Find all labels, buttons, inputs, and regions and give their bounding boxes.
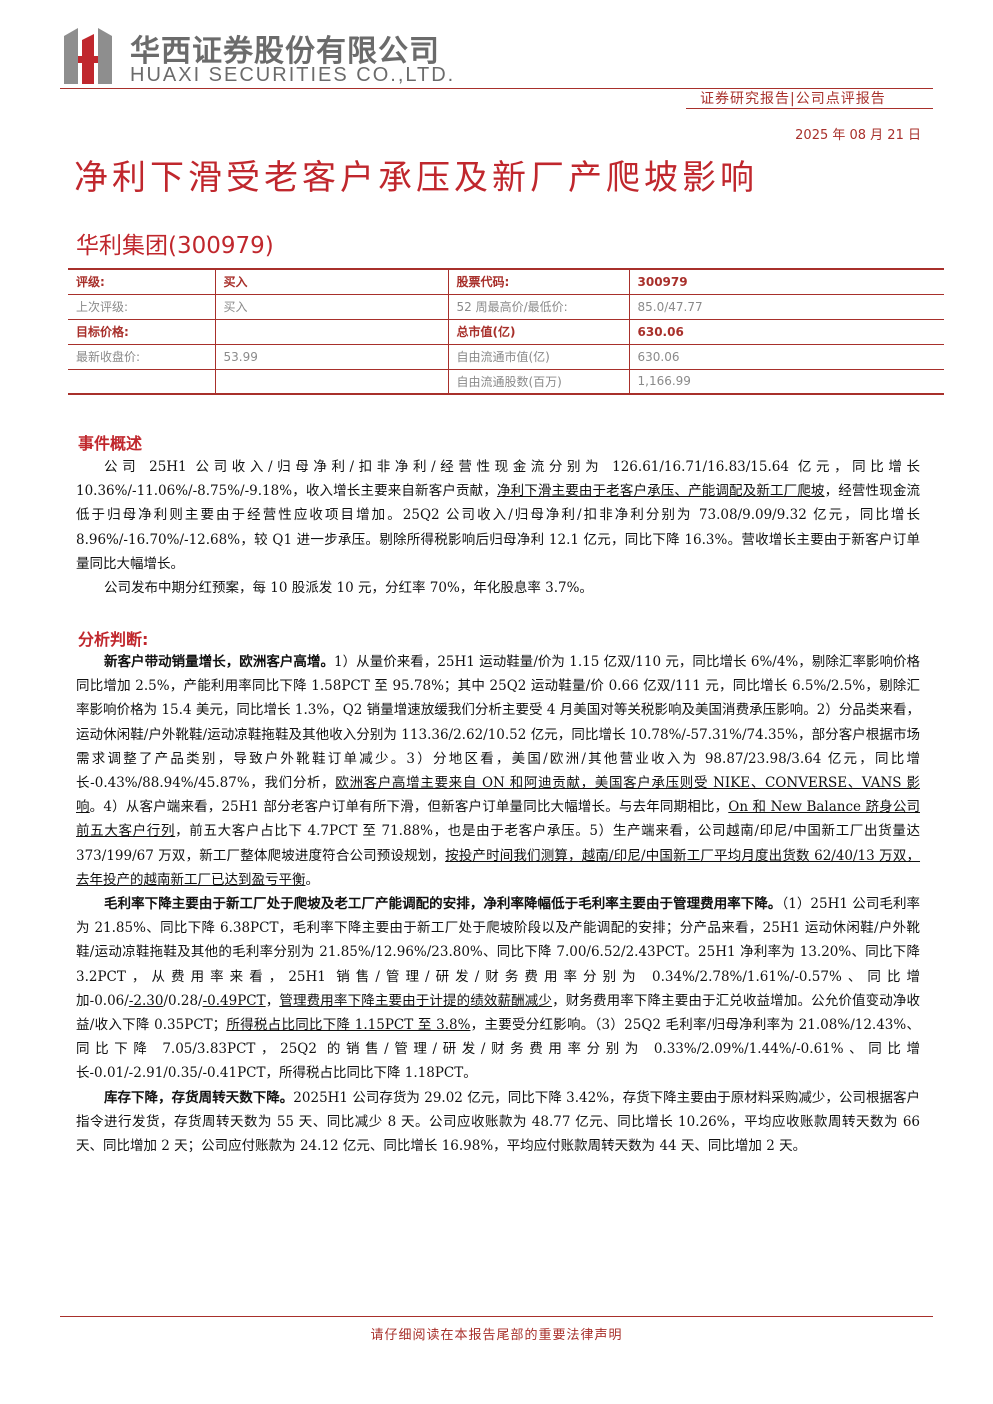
text-run: ，主要受分红影响。（3）25Q2 毛利率/归母净利率为 21.08%/12.43…: [76, 1017, 920, 1082]
analysis-body: 新客户带动销量增长，欧洲客户高增。1）从量价来看，25H1 运动鞋量/价为 1.…: [76, 650, 920, 1158]
report-title: 净利下滑受老客户承压及新厂产爬坡影响: [74, 158, 758, 198]
stock-code-value: 300979: [629, 268, 944, 295]
text-run: ，经营性现金流低于归母净利则主要由于经营性应收项目增加。25Q2 公司收入/归母…: [76, 483, 920, 572]
text-run: /0.28/: [163, 992, 203, 1009]
table-row: 评级: 买入 股票代码: 300979: [68, 268, 944, 295]
report-date: 2025 年 08 月 21 日: [795, 128, 921, 143]
free-float-shares-label: 自由流通股数(百万): [448, 369, 630, 395]
underlined-text: On 和 New Balance 跻身公司前五大客户行列: [76, 799, 920, 840]
underlined-text: 管理费用率下降主要由于计提的绩效薪酬减少: [279, 992, 553, 1009]
text-run: 。: [305, 871, 320, 888]
brand-name-en: HUAXI SECURITIES CO.,LTD.: [130, 64, 456, 86]
free-float-shares-value: 1,166.99: [629, 369, 944, 395]
last-close-value: 53.99: [215, 344, 449, 370]
brand-name-cn: 华西证券股份有限公司: [130, 34, 440, 69]
huaxi-logo-icon: [64, 28, 112, 84]
analysis-paragraph: 库存下降，存货周转天数下降。2025H1 公司存货为 29.02 亿元，同比下降…: [76, 1086, 920, 1159]
stock-info-table: 评级: 买入 股票代码: 300979 上次评级: 买入 52 周最高价/最低价…: [68, 268, 944, 395]
last-close-label: 最新收盘价:: [68, 344, 216, 370]
target-price-value: [215, 319, 449, 345]
event-paragraph: 公司 25H1 公司收入/归母净利/扣非净利/经营性现金流分别为 126.61/…: [76, 455, 920, 576]
footer-rule: [60, 1316, 933, 1317]
analysis-heading: 分析判断:: [78, 630, 149, 649]
report-type: 证券研究报告|公司点评报告: [700, 91, 886, 107]
event-body: 公司 25H1 公司收入/归母净利/扣非净利/经营性现金流分别为 126.61/…: [76, 455, 920, 600]
header-rule-secondary: [686, 108, 933, 109]
empty-cell: [68, 369, 216, 395]
text-run: 1）从量价来看，25H1 运动鞋量/价为 1.15 亿双/110 元，同比增长 …: [76, 654, 921, 792]
underlined-text: 按投产时间我们测算，越南/印尼/中国新工厂平均月度出货数 62/40/13 万双…: [76, 847, 921, 888]
text-run: ，财务费用率下降主要由于汇兑收益增加。公允价值变动净收益/收入下降 0.35PC…: [76, 992, 921, 1034]
prev-rating-label: 上次评级:: [68, 294, 216, 320]
free-float-cap-label: 自由流通市值(亿): [448, 344, 630, 370]
market-cap-value: 630.06: [629, 319, 944, 345]
analysis-paragraph: 毛利率下降主要由于新工厂处于爬坡及老工厂产能调配的安排，净利率降幅低于毛利率主要…: [76, 892, 920, 1086]
underlined-text: 净利下滑主要由于老客户承压、产能调配及新工厂爬坡: [496, 483, 825, 500]
legal-notice: 请仔细阅读在本报告尾部的重要法律声明: [370, 1328, 623, 1343]
text-run: ，前五大客户占比下 4.7PCT 至 71.88%，也是由于老客户承压。5）生产…: [76, 823, 921, 864]
52w-range-label: 52 周最高价/最低价:: [448, 294, 630, 320]
underlined-text: 所得税占比同比下降 1.15PCT 至 3.8%: [226, 1017, 471, 1034]
text-run: 2025H1 公司存货为 29.02 亿元，同比下降 3.42%，存货下降主要由…: [76, 1089, 921, 1155]
header-rule: [60, 88, 933, 89]
underlined-text: -2.30: [128, 992, 164, 1009]
text-run: 公司 25H1 公司收入/归母净利/扣非净利/经营性现金流分别为 126.61/…: [76, 459, 920, 500]
company-name: 华利集团(300979): [76, 233, 274, 259]
underlined-text: 欧洲客户高增主要来自 ON 和阿迪贡献，美国客户承压则受 NIKE、CONVER…: [76, 775, 920, 816]
analysis-paragraph: 新客户带动销量增长，欧洲客户高增。1）从量价来看，25H1 运动鞋量/价为 1.…: [76, 650, 920, 892]
event-heading: 事件概述: [78, 434, 143, 453]
table-row: 自由流通股数(百万) 1,166.99: [68, 369, 944, 395]
target-price-label: 目标价格:: [68, 319, 216, 345]
table-row: 目标价格: 总市值(亿) 630.06: [68, 319, 944, 345]
52w-range-value: 85.0/47.77: [629, 294, 944, 320]
free-float-cap-value: 630.06: [629, 344, 944, 370]
bold-lead: 毛利率下降主要由于新工厂处于爬坡及老工厂产能调配的安排，净利率降幅低于毛利率主要…: [104, 896, 782, 913]
bold-lead: 库存下降，存货周转天数下降。: [104, 1089, 294, 1106]
prev-rating-value: 买入: [215, 294, 449, 320]
rating-value: 买入: [215, 268, 449, 295]
underlined-text: -0.49PCT: [202, 992, 266, 1009]
text-run: ，: [265, 992, 280, 1009]
text-run: （1）25H1 公司毛利率为 21.85%、同比下降 6.38PCT，毛利率下降…: [76, 896, 920, 1009]
empty-cell: [215, 369, 449, 395]
rating-label: 评级:: [68, 268, 216, 295]
stock-code-label: 股票代码:: [448, 268, 630, 295]
market-cap-label: 总市值(亿): [448, 319, 630, 345]
text-run: 。4）从客户端来看，25H1 部分老客户订单有所下滑，但新客户订单量同比大幅增长…: [89, 799, 729, 816]
bold-lead: 新客户带动销量增长，欧洲客户高增。: [104, 654, 335, 670]
event-paragraph: 公司发布中期分红预案，每 10 股派发 10 元，分红率 70%，年化股息率 3…: [104, 580, 593, 597]
table-row: 最新收盘价: 53.99 自由流通市值(亿) 630.06: [68, 344, 944, 370]
table-row: 上次评级: 买入 52 周最高价/最低价: 85.0/47.77: [68, 294, 944, 320]
